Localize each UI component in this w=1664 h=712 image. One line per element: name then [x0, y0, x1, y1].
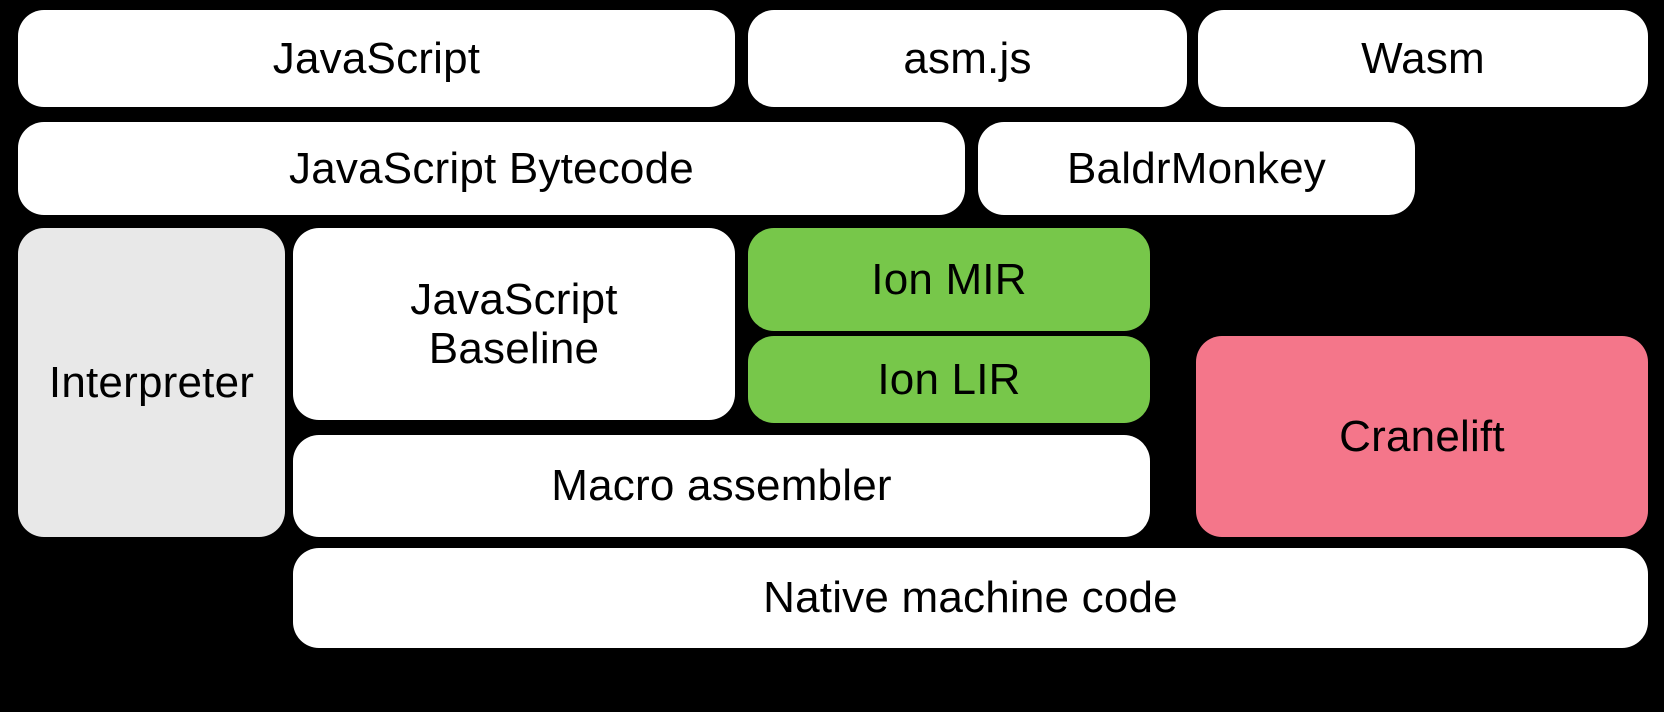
node-cranelift[interactable]: Cranelift [1196, 336, 1648, 537]
node-javascript-bytecode[interactable]: JavaScript Bytecode [18, 122, 965, 215]
node-macro-assembler[interactable]: Macro assembler [293, 435, 1150, 537]
node-javascript[interactable]: JavaScript [18, 10, 735, 107]
node-javascript-baseline[interactable]: JavaScript Baseline [293, 228, 735, 420]
node-asm-js[interactable]: asm.js [748, 10, 1187, 107]
node-ion-lir[interactable]: Ion LIR [748, 336, 1150, 423]
node-wasm[interactable]: Wasm [1198, 10, 1648, 107]
node-interpreter[interactable]: Interpreter [18, 228, 285, 537]
node-baldrmonkey[interactable]: BaldrMonkey [978, 122, 1415, 215]
node-native-machine-code[interactable]: Native machine code [293, 548, 1648, 648]
node-ion-mir[interactable]: Ion MIR [748, 228, 1150, 331]
